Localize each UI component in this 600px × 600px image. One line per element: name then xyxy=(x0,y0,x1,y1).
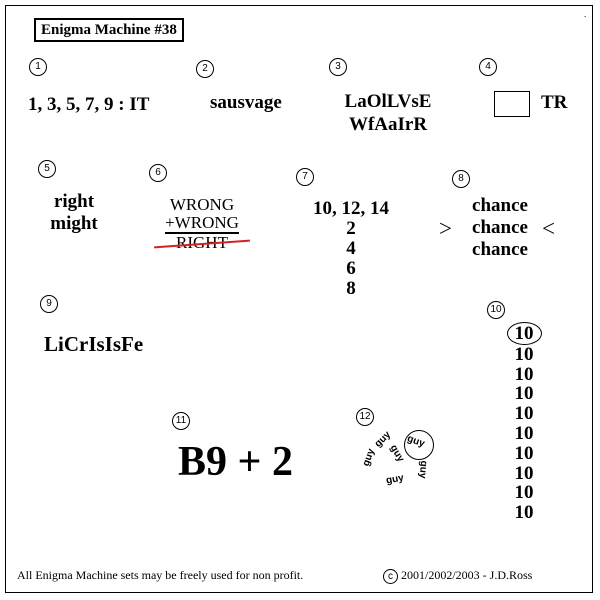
puzzle-11-clue: B9 + 2 xyxy=(178,439,293,485)
puzzle-number-11: 11 xyxy=(172,412,190,430)
puzzle-10-line-10: 10 xyxy=(514,502,534,524)
puzzle-6-clue: WRONG +WRONG RIGHT xyxy=(152,196,252,252)
less-than-mark: < xyxy=(542,216,555,241)
guy-word: guy xyxy=(385,472,405,487)
puzzle-10-line-5: 10 xyxy=(514,403,534,425)
puzzle-number-12: 12 xyxy=(356,408,374,426)
puzzle-number-2: 2 xyxy=(196,60,214,78)
puzzle-number-10: 10 xyxy=(487,301,505,319)
puzzle-7-line-2: 2 xyxy=(346,218,356,239)
guy-word: guy xyxy=(360,447,378,468)
puzzle-10-line-6: 10 xyxy=(514,422,534,444)
puzzle-10-clue: 10 10 10 10 10 10 10 10 10 10 xyxy=(496,322,552,524)
copyright-text: 2001/2002/2003 - J.D.Ross xyxy=(401,568,533,582)
puzzle-number-7: 7 xyxy=(296,168,314,186)
puzzle-6-line-3-wrap: RIGHT xyxy=(154,234,250,252)
puzzle-9-clue: LiCrIsIsFe xyxy=(44,332,144,356)
guy-circle xyxy=(404,430,434,460)
puzzle-number-8: 8 xyxy=(452,170,470,188)
puzzle-5-line-1: right xyxy=(53,191,95,212)
puzzle-2-clue: sausvage xyxy=(210,92,282,113)
sheet-title: Enigma Machine #38 xyxy=(34,18,184,42)
puzzle-10-line-8: 10 xyxy=(514,462,534,484)
puzzle-7-line-3: 4 xyxy=(346,238,356,259)
puzzle-6-line-2: +WRONG xyxy=(165,213,239,234)
puzzle-6-line-1: WRONG xyxy=(169,195,235,214)
puzzle-3-clue: LaOlLVsE WfAaIrR xyxy=(328,90,448,136)
puzzle-3-line-2: WfAaIrR xyxy=(348,114,428,135)
puzzle-number-4: 4 xyxy=(479,58,497,76)
puzzle-8-line-1: chance xyxy=(472,195,528,216)
puzzle-8-line-2: chance xyxy=(472,217,528,238)
puzzle-number-9: 9 xyxy=(40,295,58,313)
copyright-line: c 2001/2002/2003 - J.D.Ross xyxy=(383,568,532,584)
puzzle-8-clue: chance chance chance xyxy=(454,195,546,261)
copyright-icon: c xyxy=(383,569,398,584)
puzzle-8-line-3: chance xyxy=(472,239,528,260)
usage-notice: All Enigma Machine sets may be freely us… xyxy=(17,568,304,582)
greater-than-mark: > xyxy=(439,216,452,241)
puzzle-5-line-2: might xyxy=(50,213,98,234)
puzzle-10-line-1: 10 xyxy=(506,322,542,345)
puzzle-4-clue: TR xyxy=(541,92,568,113)
empty-box xyxy=(494,91,530,117)
guy-word: guy xyxy=(416,460,430,479)
puzzle-7-clue: 10, 12, 14 2 4 6 8 xyxy=(296,199,406,299)
puzzle-10-line-7: 10 xyxy=(514,442,534,464)
puzzle-number-6: 6 xyxy=(149,164,167,182)
puzzle-7-line-1: 10, 12, 14 xyxy=(313,198,389,219)
puzzle-7-line-5: 8 xyxy=(346,278,356,299)
puzzle-sheet: Enigma Machine #38 . 1 1, 3, 5, 7, 9 : I… xyxy=(5,5,593,593)
puzzle-number-1: 1 xyxy=(29,58,47,76)
corner-mark: . xyxy=(584,9,587,19)
puzzle-7-line-4: 6 xyxy=(346,258,356,279)
puzzle-5-clue: right might xyxy=(34,191,114,235)
puzzle-10-line-3: 10 xyxy=(514,363,534,385)
puzzle-10-line-2: 10 xyxy=(514,343,534,365)
puzzle-number-5: 5 xyxy=(38,160,56,178)
puzzle-12-guy-swirl: guy guy guy guy guy guy xyxy=(356,426,446,496)
puzzle-1-clue: 1, 3, 5, 7, 9 : IT xyxy=(28,94,150,115)
puzzle-number-3: 3 xyxy=(329,58,347,76)
puzzle-10-line-4: 10 xyxy=(514,383,534,405)
puzzle-3-line-1: LaOlLVsE xyxy=(344,91,432,112)
puzzle-10-line-9: 10 xyxy=(514,482,534,504)
